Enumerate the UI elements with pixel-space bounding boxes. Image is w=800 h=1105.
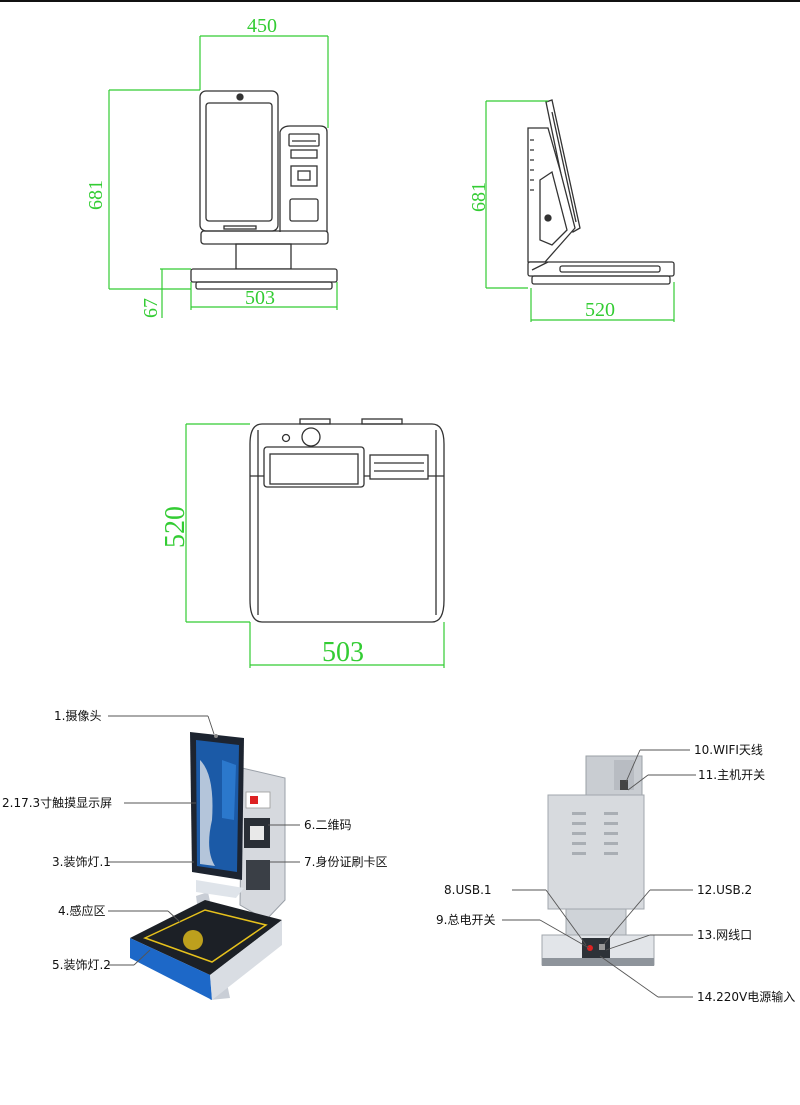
- back-callout-leaders: [502, 749, 696, 998]
- top-view-dimensions: [185, 423, 445, 668]
- side-height-dimension: 681: [468, 182, 490, 212]
- callout-usb-1: 8.USB.1: [444, 883, 492, 897]
- front-height-dimension: 681: [85, 180, 107, 210]
- side-view-drawing: [527, 99, 675, 285]
- side-view-dimensions: [485, 100, 675, 322]
- front-view-dimensions: [108, 35, 338, 318]
- callout-host-switch: 11.主机开关: [698, 768, 765, 782]
- callout-network-port: 13.网线口: [697, 928, 752, 942]
- callout-sensing-area: 4.感应区: [58, 903, 105, 918]
- top-view-drawing: [249, 418, 445, 623]
- callout-id-card-reader: 7.身份证刷卡区: [304, 854, 387, 869]
- callout-220v-input: 14.220V电源输入: [697, 989, 795, 1004]
- front-view-drawing: [190, 90, 338, 290]
- callout-main-power-switch: 9.总电开关: [436, 913, 495, 927]
- kiosk-back-photo: [541, 755, 655, 966]
- front-width-dimension: 450: [247, 15, 277, 37]
- front-callout-leaders: [108, 715, 300, 966]
- callout-wifi-antenna: 10.WIFI天线: [694, 743, 763, 757]
- top-width-dimension: 503: [322, 637, 364, 668]
- callout-decor-light-2: 5.装饰灯.2: [52, 958, 111, 972]
- callout-touch-screen: 2.17.3寸触摸显示屏: [2, 796, 112, 810]
- base-width-dimension: 503: [245, 287, 275, 309]
- top-depth-dimension: 520: [160, 506, 191, 548]
- callout-usb-2: 12.USB.2: [697, 883, 752, 897]
- callout-decor-light-1: 3.装饰灯.1: [52, 855, 111, 869]
- kiosk-front-photo: [130, 732, 286, 1000]
- side-depth-dimension: 520: [585, 299, 615, 321]
- base-height-dimension: 67: [140, 298, 162, 318]
- callout-camera: 1.摄像头: [54, 708, 101, 723]
- top-border-line: [0, 0, 800, 2]
- callout-qr-code: 6.二维码: [304, 818, 351, 832]
